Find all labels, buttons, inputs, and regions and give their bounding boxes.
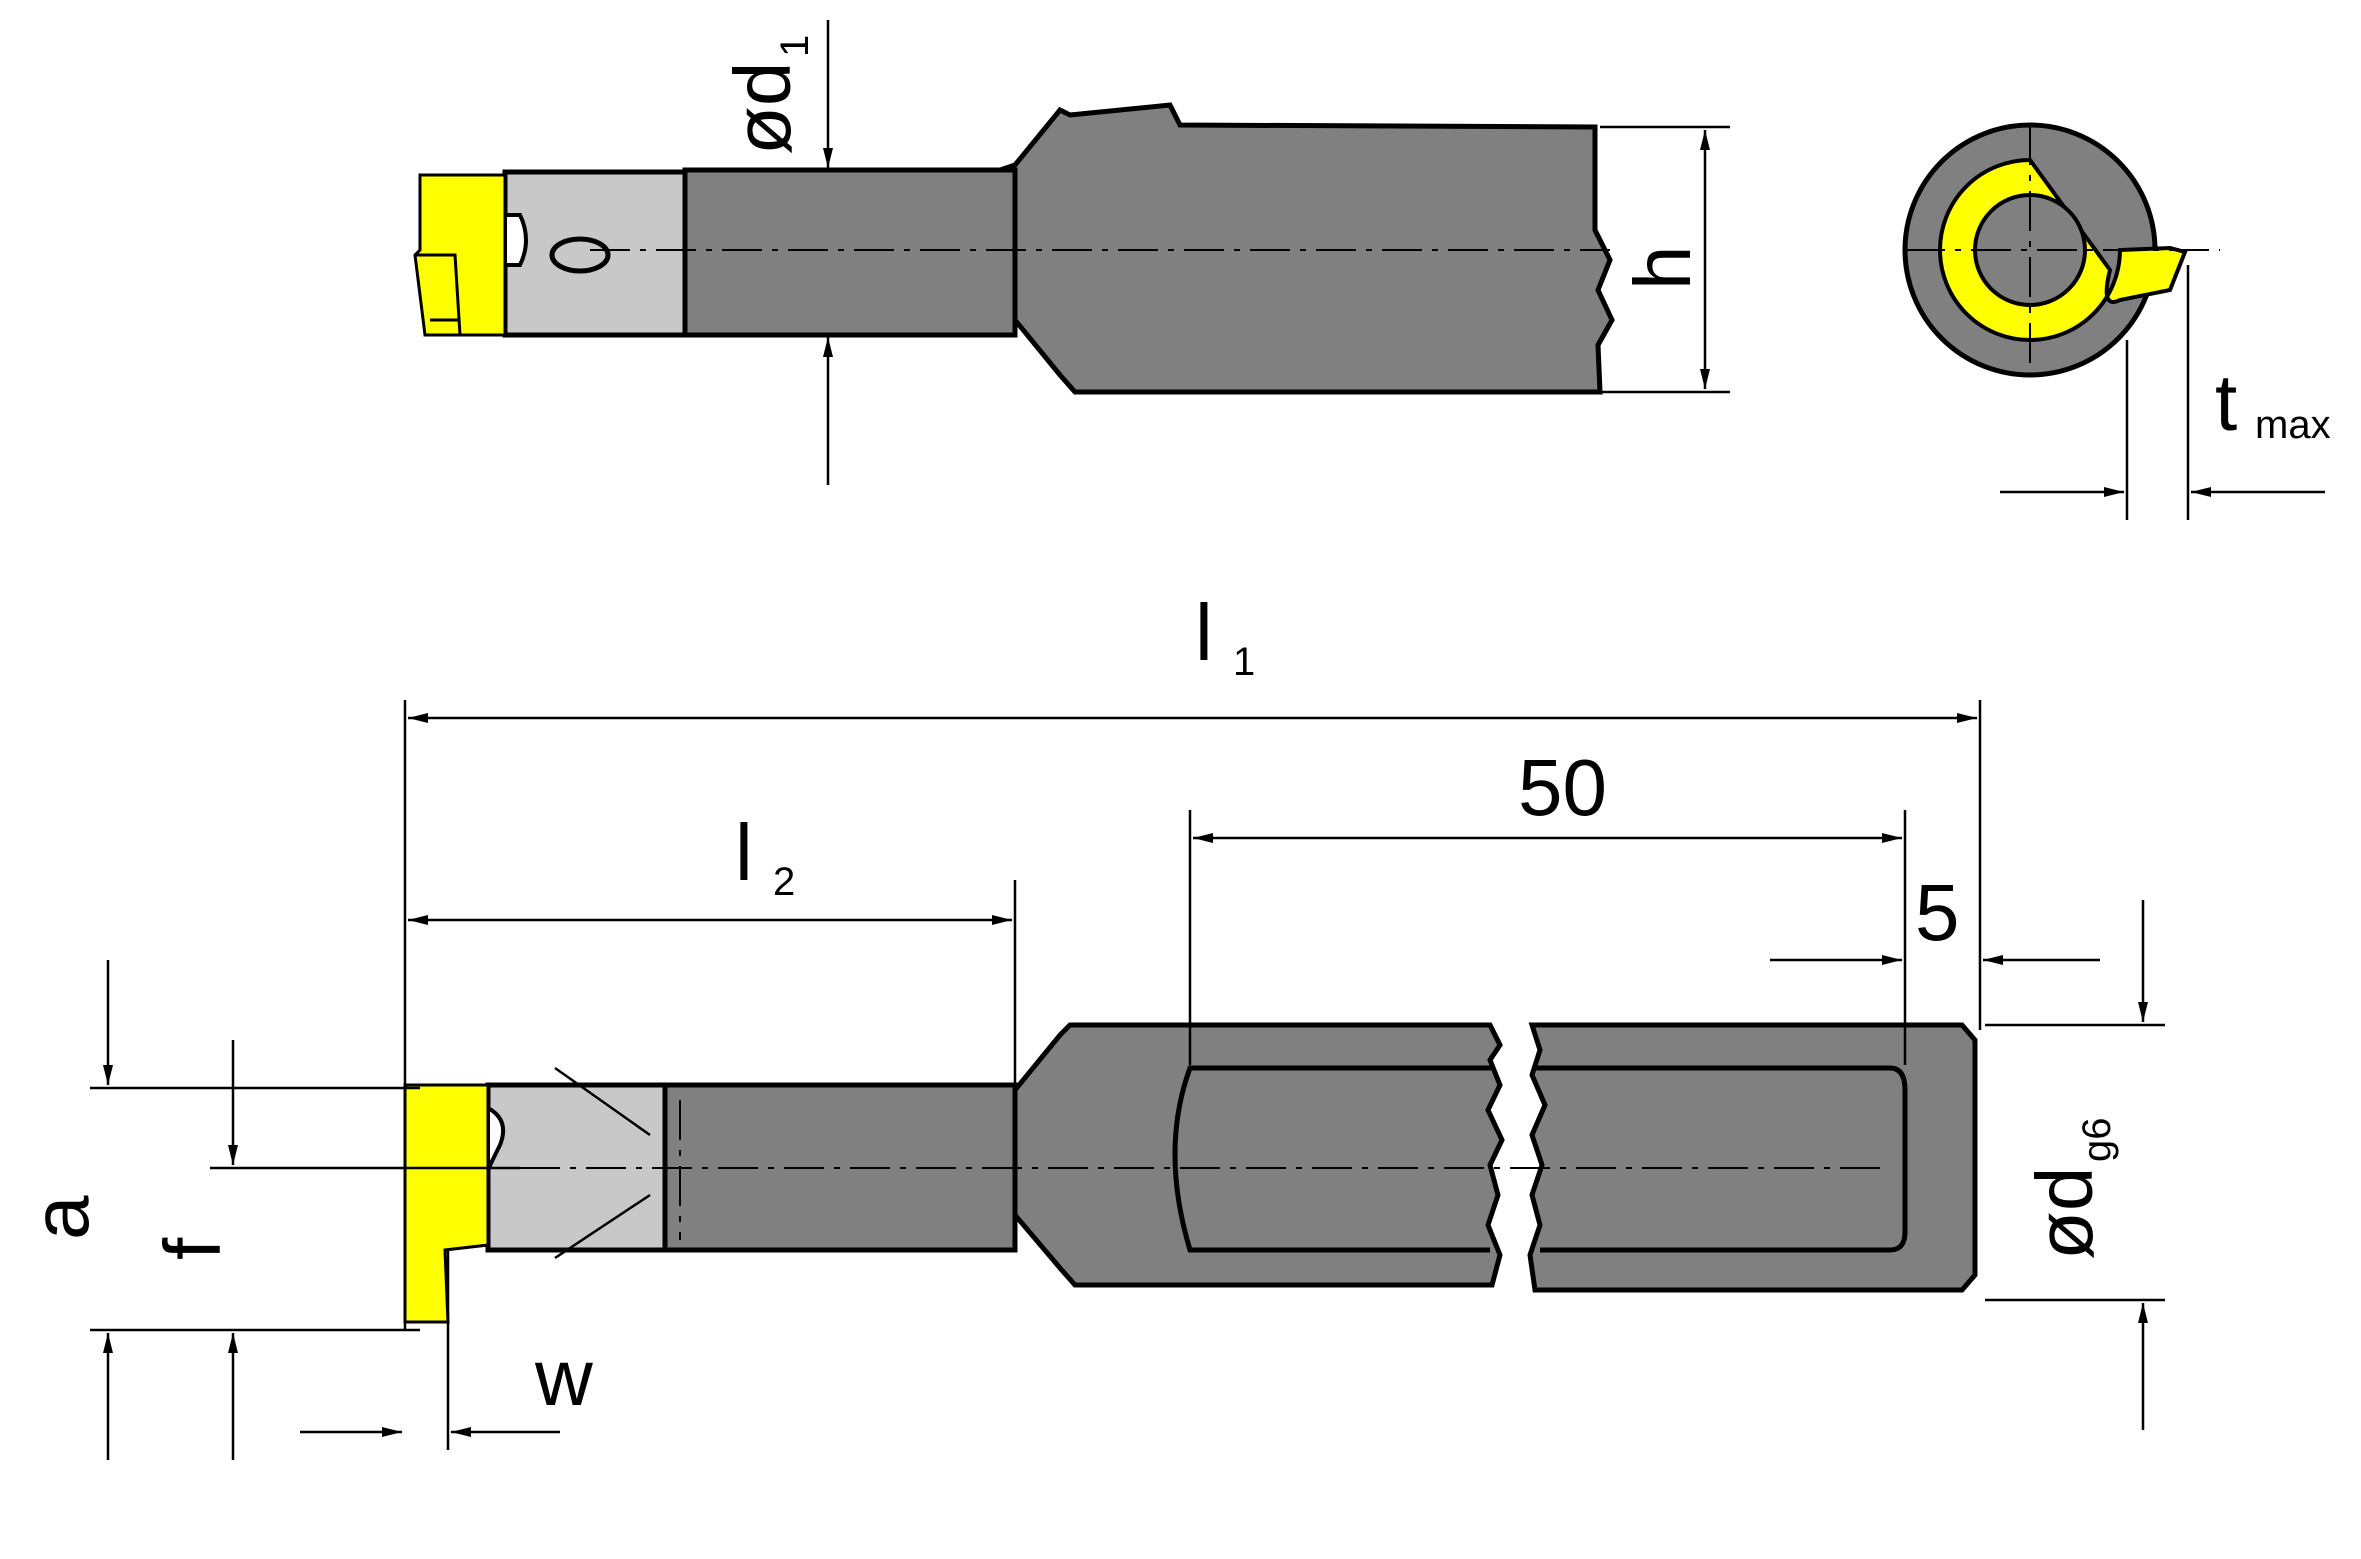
svg-text:l: l (735, 808, 753, 897)
label-a: a (16, 1195, 105, 1240)
end-view (1902, 122, 2325, 520)
top-shank (997, 102, 1615, 395)
svg-text:h: h (1618, 246, 1707, 291)
top-view (413, 20, 1730, 485)
label-5: 5 (1915, 868, 1960, 957)
top-neck (682, 167, 1018, 338)
side-shank-right (1527, 1022, 1978, 1293)
label-f: f (148, 1237, 237, 1260)
svg-text:g6: g6 (2075, 1118, 2119, 1163)
svg-text:t: t (2215, 358, 2237, 447)
svg-text:a: a (16, 1195, 105, 1240)
label-l2: l 2 (735, 808, 795, 904)
svg-text:max: max (2255, 403, 2331, 447)
top-notch (503, 213, 528, 267)
label-dg6: ød g6 (2020, 1118, 2119, 1261)
svg-text:ød: ød (718, 62, 807, 155)
label-l1: l 1 (1195, 588, 1255, 684)
coolant-hole (549, 236, 611, 274)
svg-text:f: f (148, 1237, 237, 1260)
side-shank-left (997, 1022, 1505, 1288)
svg-text:ød: ød (2020, 1167, 2109, 1260)
label-w: w (534, 1333, 593, 1422)
side-insert (403, 1083, 490, 1324)
svg-text:l: l (1195, 588, 1213, 677)
label-50: 50 (1518, 743, 1607, 832)
label-tmax: t max (2215, 358, 2331, 447)
top-head (502, 169, 688, 338)
svg-text:1: 1 (773, 35, 817, 57)
svg-text:1: 1 (1233, 640, 1255, 684)
top-insert-detail (415, 253, 462, 336)
label-d1: ød 1 (718, 35, 817, 155)
side-flat-left (1172, 1065, 1492, 1253)
label-h: h (1618, 246, 1707, 291)
side-flat-right (1535, 1065, 1908, 1253)
side-view (90, 700, 2165, 1460)
top-insert (413, 173, 507, 337)
svg-text:2: 2 (773, 860, 795, 904)
